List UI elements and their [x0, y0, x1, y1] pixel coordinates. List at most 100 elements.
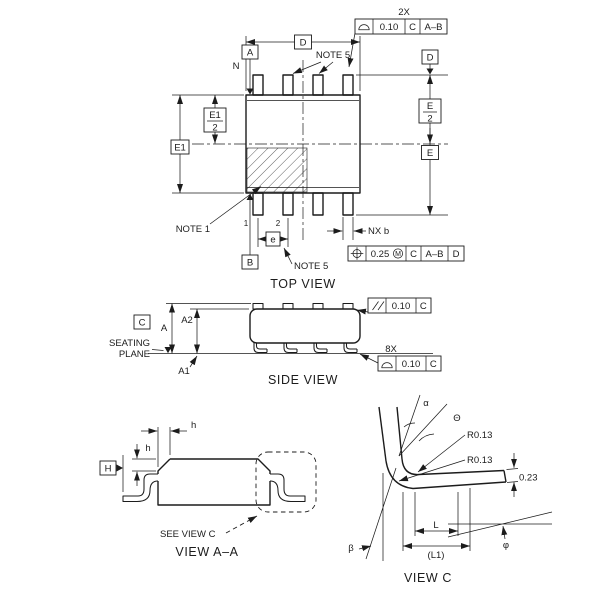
lead-foot	[313, 343, 328, 354]
qty-nx-b-label: NX b	[368, 226, 389, 237]
lead-foot	[283, 343, 298, 354]
lead-shank-left-edge	[378, 406, 387, 462]
radius-label-1: R0.13	[467, 430, 492, 441]
datum-triangle-icon	[246, 88, 254, 95]
side-body-outline	[249, 308, 361, 344]
dim-E1-box	[170, 139, 190, 155]
bottom-pins	[252, 192, 354, 216]
datum-H-label: H	[105, 464, 112, 475]
fcf-par-datum1: C	[420, 301, 427, 312]
view-a-a: h h H SEE VIEW C VIEW A–A	[99, 420, 317, 559]
fcf-dividers	[365, 246, 449, 261]
pin1-index-hatch	[246, 147, 308, 193]
lead-shoulders	[252, 302, 354, 310]
fcf-pos-datum2: A–B	[426, 249, 444, 260]
profile-of-surface-icon	[358, 24, 370, 31]
datum-B-label: B	[247, 258, 253, 269]
fcf-lead-position: NX b 0.25 M C A–B D	[347, 226, 465, 262]
fcf-prof-leader	[359, 353, 379, 364]
datum-A-box	[241, 44, 259, 60]
lead-shoulder	[252, 302, 264, 310]
note1-label: NOTE 1	[176, 224, 210, 235]
dim-e-pitch-box	[265, 231, 281, 247]
datum-H-box	[99, 460, 117, 476]
top-view: D A D E 2 E E1 2 E1 e B 2X 0.10	[170, 7, 465, 291]
pin	[252, 74, 264, 96]
phi-leader	[501, 525, 508, 540]
radius-leader	[398, 459, 466, 482]
qty-2x-label: 2X	[398, 7, 410, 18]
datum-triangle-icon	[164, 347, 172, 354]
seating-plane-label-1: SEATING	[109, 338, 150, 349]
dim-E-half-num: E	[427, 101, 433, 112]
dim-A1-leader	[189, 355, 198, 368]
dim-D-box	[294, 34, 312, 50]
pin	[282, 74, 294, 96]
pin1-number: 1	[244, 219, 249, 228]
datum-C-box	[133, 314, 151, 330]
left-gullwing-lead	[122, 473, 159, 503]
datum-triangle-icon	[116, 464, 123, 472]
datum-triangle-icon	[426, 68, 434, 75]
lead-foot	[343, 343, 358, 354]
dim-E1-half-den: 2	[212, 123, 217, 134]
fcf-lead-profile: 8X 0.10 C	[359, 344, 442, 372]
dim-E1-half-box: E1 2	[203, 107, 227, 134]
extension-lines	[506, 468, 519, 483]
lead-shank-right-edge	[396, 406, 403, 460]
pin2-number: 2	[276, 219, 281, 228]
fcf-dividers	[385, 298, 417, 313]
side-view: A A2 A1 C SEATING PLANE 0.10 C 8X 0.10 C	[109, 297, 442, 387]
pin	[312, 74, 324, 96]
fcf-par-tol: 0.10	[392, 301, 411, 312]
extension-lines	[157, 427, 171, 467]
fcf-edge-datum2: A–B	[425, 22, 443, 33]
datum-C-label: C	[139, 318, 146, 329]
angle-alpha-label: α	[423, 398, 429, 409]
pin	[282, 192, 294, 216]
lead-shoulder	[282, 302, 294, 310]
dim-L-label: L	[433, 520, 438, 531]
note5-bottom-leader	[283, 247, 293, 265]
see-view-c-leader	[225, 515, 258, 534]
dim-E1-half-num: E1	[209, 110, 221, 121]
pin-n-label: N	[233, 61, 240, 72]
theta-arc	[418, 433, 435, 442]
datum-B-box	[241, 254, 259, 270]
fcf-pos-datum1: C	[410, 249, 417, 260]
mmc-letter: M	[395, 251, 401, 258]
dim-E-half-box: E 2	[418, 98, 442, 125]
mmc-modifier-icon: M	[393, 248, 403, 259]
fcf-par-leader	[356, 308, 369, 315]
fcf-prof-datum1: C	[430, 359, 437, 370]
view-c: α Θ R0.13 R0.13 0.23 φ β L (L1) VIEW C	[348, 394, 553, 585]
seating-plane-label-2: PLANE	[119, 349, 150, 360]
dim-E1-label: E1	[174, 143, 186, 154]
angle-theta-label: Θ	[453, 413, 460, 424]
see-view-c-label: SEE VIEW C	[160, 529, 216, 540]
note5-bottom-label: NOTE 5	[294, 261, 328, 272]
fcf-edge-tol: 0.10	[380, 22, 399, 33]
extension-lines	[132, 458, 156, 472]
view-c-detail-balloon	[255, 451, 317, 513]
right-gullwing-lead	[269, 473, 306, 503]
dim-h-label: h	[191, 420, 196, 431]
lead-foot	[253, 343, 268, 354]
note5-top-label: NOTE 5	[316, 50, 350, 61]
fcf-edge-leader	[347, 32, 356, 68]
dim-E-half-den: 2	[427, 114, 432, 125]
extension-lines	[402, 488, 471, 551]
view-c-caption: VIEW C	[404, 571, 452, 585]
beta-leader	[358, 545, 372, 552]
alpha-arc	[403, 422, 416, 428]
dim-E-label: E	[427, 148, 433, 159]
gullwing-leads	[253, 343, 358, 354]
lead-tip	[503, 470, 507, 483]
angle-ref-line	[398, 394, 421, 457]
pin	[342, 74, 354, 96]
fcf-edge-datum1: C	[409, 22, 416, 33]
top-view-caption: TOP VIEW	[270, 277, 335, 291]
radius-label-2: R0.13	[467, 455, 492, 466]
